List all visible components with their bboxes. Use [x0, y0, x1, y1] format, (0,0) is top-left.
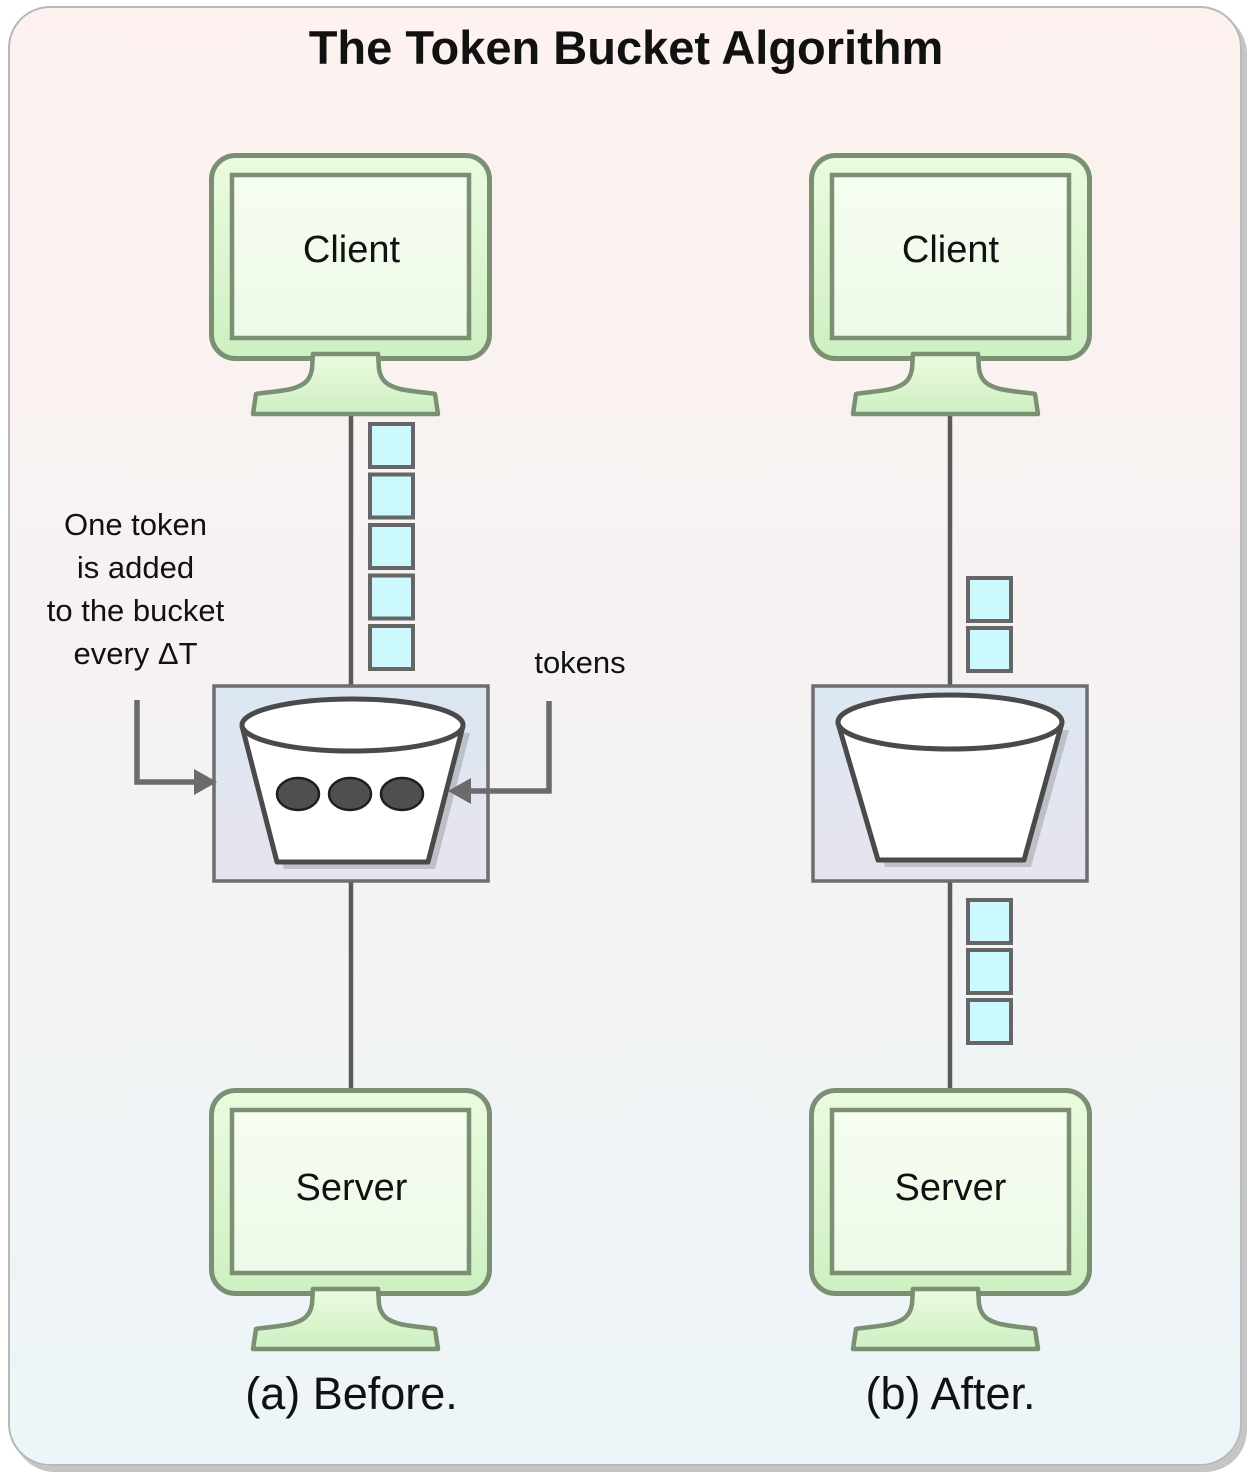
diagram-title: The Token Bucket Algorithm [308, 21, 944, 74]
packet-queue-client-b [966, 576, 1013, 673]
packet-queue-client-a [368, 422, 415, 671]
server-label-a: Server [295, 1167, 408, 1209]
token-icon [275, 776, 321, 812]
packet-icon [966, 898, 1013, 945]
client-monitor-b [812, 156, 1090, 415]
tokens-label: tokens [534, 645, 626, 680]
tokens-in-bucket-a [275, 776, 425, 812]
packet-icon [966, 626, 1013, 673]
bucket-opening-a [239, 696, 466, 754]
token-icon [327, 776, 373, 812]
server-label-b: Server [894, 1167, 1007, 1209]
token-icon [379, 776, 425, 812]
arrowhead-left-icon [448, 778, 471, 804]
packet-icon [368, 472, 415, 520]
bucket-b [835, 692, 1069, 867]
client-label-a: Client [302, 229, 401, 271]
token-add-arrow [134, 700, 217, 795]
server-monitor-b [812, 1091, 1090, 1350]
packet-icon [368, 422, 415, 469]
packet-icon [368, 523, 415, 570]
bucket-opening-b [835, 692, 1065, 752]
packet-icon [368, 624, 415, 671]
client-label-b: Client [901, 229, 1000, 271]
caption-after: (b) After. [865, 1368, 1036, 1419]
server-monitor-a [212, 1091, 490, 1350]
bucket-a [239, 696, 470, 869]
packet-queue-server-b [966, 898, 1013, 1045]
packet-icon [368, 573, 415, 621]
packet-icon [966, 576, 1013, 623]
arrowhead-right-icon [194, 769, 217, 795]
tokens-arrow [448, 701, 552, 804]
packet-icon [966, 948, 1013, 995]
packet-icon [966, 998, 1013, 1045]
token-add-note: One token is added to the bucket every Δ… [46, 507, 225, 671]
client-monitor-a [212, 156, 490, 415]
caption-before: (a) Before. [245, 1368, 458, 1419]
